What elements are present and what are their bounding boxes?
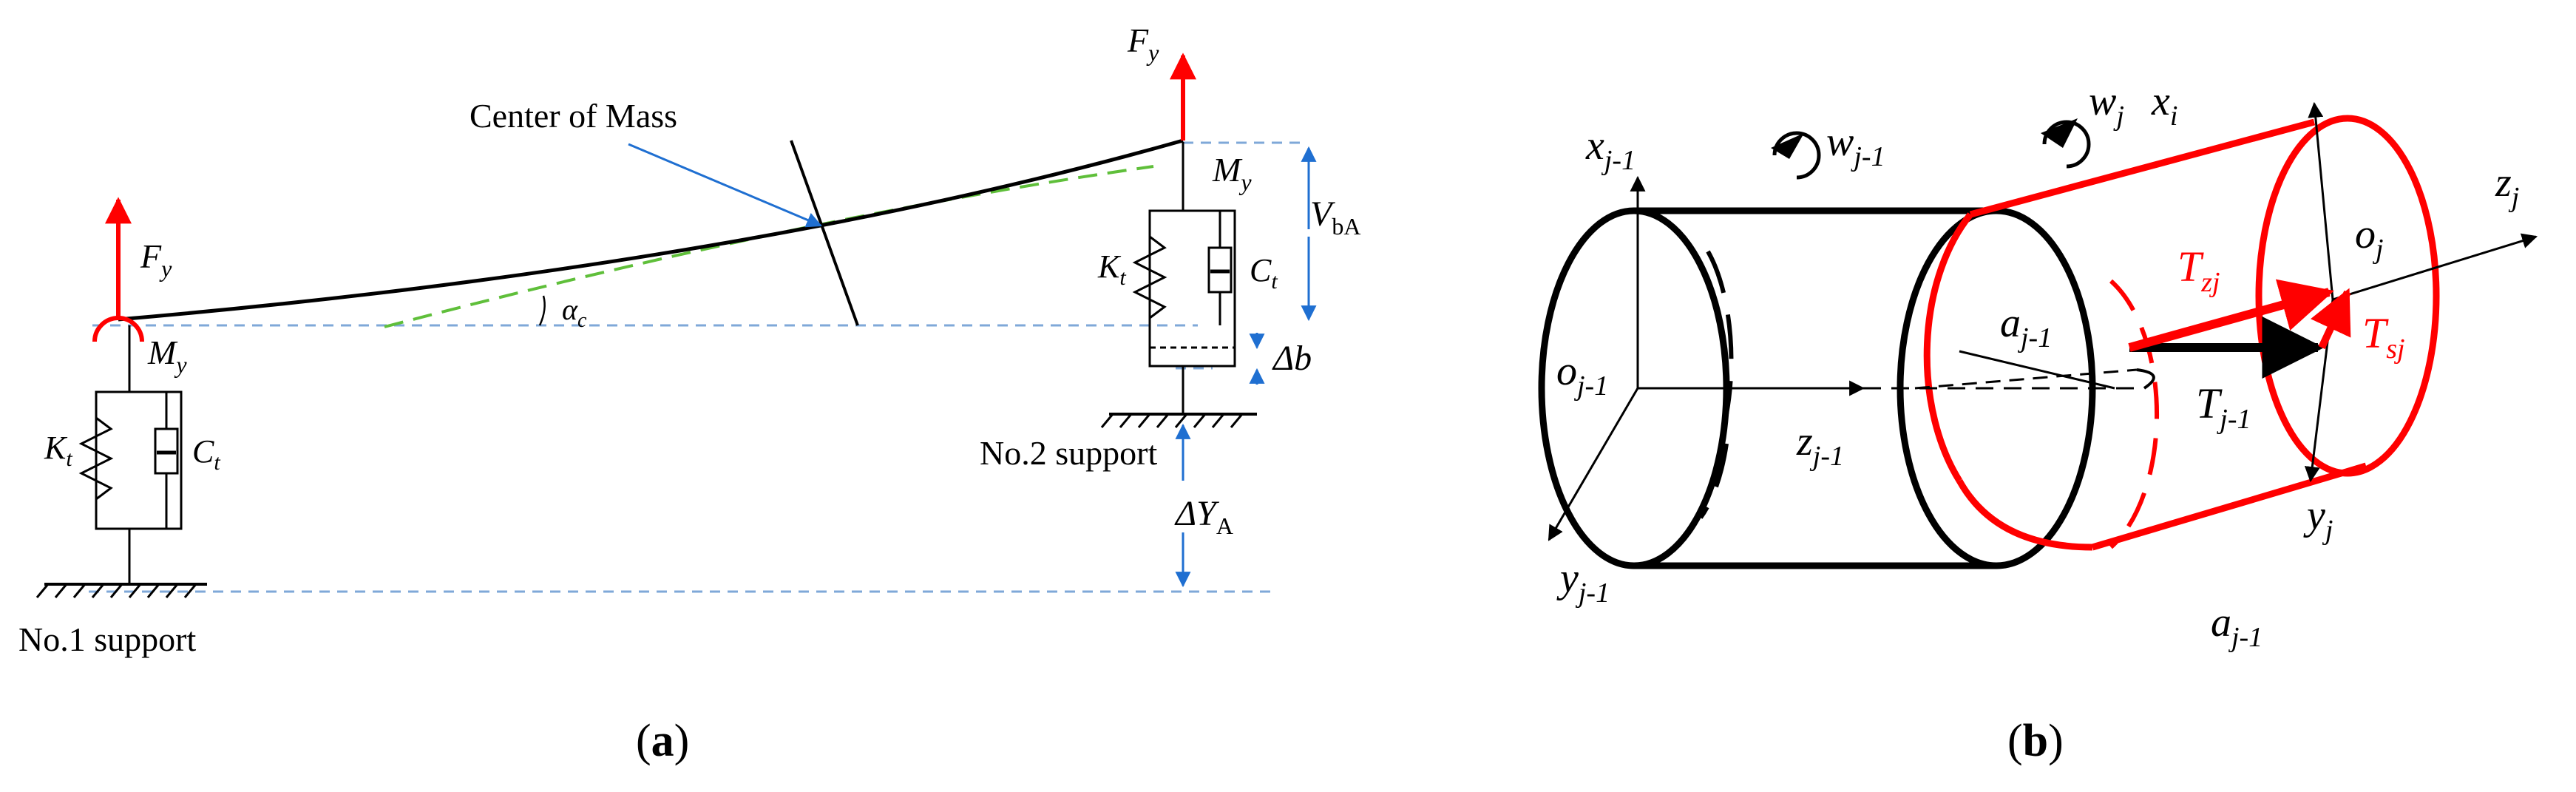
rotation-arrows	[1772, 120, 2091, 180]
damper-right-label: Ct	[1250, 252, 1278, 294]
delta-b-label: Δb	[1272, 339, 1312, 378]
x-prev-label: xj-1	[1585, 123, 1636, 176]
x-i-label: xi	[2151, 78, 2177, 132]
angle-label: αc	[562, 293, 587, 332]
t-sj-arrow	[2310, 288, 2351, 350]
axes-prev	[1548, 175, 2144, 541]
spring-left-label: Kt	[44, 430, 72, 471]
t-zj-label: Tzj	[2177, 243, 2220, 298]
force-left-label: Fy	[140, 237, 172, 282]
y-prev-label: yj-1	[1556, 555, 1610, 609]
center-of-mass-label: Center of Mass	[470, 97, 677, 135]
w-prev-label: wj-1	[1826, 119, 1885, 172]
vba-label: VbA	[1310, 194, 1360, 240]
delta-ya-label: ΔYA	[1174, 494, 1233, 539]
force-right-label: Fy	[1127, 21, 1159, 66]
twist-curve	[2136, 368, 2155, 390]
a-prev-label: aj-1	[2000, 300, 2052, 353]
reference-dashed-lines	[89, 141, 1301, 593]
support1-spring-damper	[35, 325, 207, 598]
y-j-label: yj	[2303, 493, 2333, 546]
panel-b: xj-1 wj-1 wj xi zj oj oj-1 aj-1 Tzj Tsj …	[1538, 78, 2538, 766]
moment-left-arrow	[92, 316, 144, 342]
z-prev-label: zj-1	[1796, 419, 1844, 472]
dimension-arrows	[1175, 146, 1317, 588]
z-j-label: zj	[2495, 160, 2519, 213]
spring-right-label: Kt	[1097, 248, 1126, 290]
element-j-cylinder	[1923, 115, 2440, 551]
w-j-arrowhead	[2041, 118, 2078, 148]
o-j-label: oj	[2355, 211, 2384, 265]
beam	[118, 138, 1184, 322]
moment-right-label: My	[1212, 151, 1252, 195]
support1-label: No.1 support	[18, 620, 196, 658]
angle-arc	[538, 295, 546, 326]
t-sj-label: Tsj	[2362, 309, 2405, 365]
center-of-mass-marker	[790, 140, 859, 326]
support2-spring-damper	[1100, 142, 1257, 428]
damper-left-label: Ct	[192, 433, 220, 475]
t-prev-label: Tj-1	[2196, 379, 2251, 435]
moment-left-label: My	[147, 334, 187, 378]
center-of-mass-pointer	[628, 143, 822, 228]
panel-b-caption: (b)	[2007, 716, 2064, 766]
support2-label: No.2 support	[980, 434, 1157, 472]
panel-a-caption: (a)	[636, 716, 689, 766]
w-j-label: wj	[2089, 78, 2124, 132]
o-prev-label: oj-1	[1556, 348, 1608, 402]
t-zj-arrow	[2128, 279, 2334, 352]
deflection-line	[384, 165, 1154, 328]
w-prev-arrowhead	[1771, 133, 1804, 159]
panel-a: Center of Mass αc Fy My Kt Ct No.1 suppo…	[18, 21, 1360, 766]
a-bottom-label: aj-1	[2211, 600, 2263, 653]
